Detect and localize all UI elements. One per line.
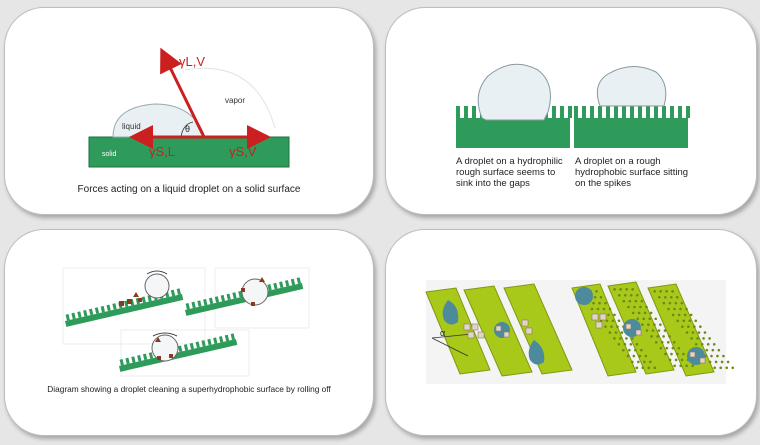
solid-label: solid (102, 151, 117, 158)
vapor-label: vapor (225, 96, 245, 105)
solid-block (88, 136, 290, 168)
drop-1 (442, 300, 459, 325)
alpha-label: α (440, 328, 445, 338)
rolling-droplet-diagram (62, 267, 310, 377)
caption-hydrophilic: A droplet on a hydrophilic rough surface… (456, 156, 563, 189)
panel-tilted-strips: α (385, 229, 757, 436)
strip-smooth-3 (503, 283, 573, 375)
rough-surface-diagram (456, 63, 690, 148)
droplet-hydrophilic (477, 63, 551, 121)
droplet-1 (144, 273, 170, 299)
rough-surface-left (456, 118, 570, 148)
forces-diagram: γL,V γS,L γS,V θ liquid vapor solid (88, 47, 290, 168)
contact-angle-arc (180, 121, 194, 138)
panel3-caption: Diagram showing a droplet cleaning a sup… (47, 384, 331, 394)
caption-hydrophobic: A droplet on a rough hydrophobic surface… (575, 156, 689, 189)
droplet-3 (151, 334, 179, 362)
gamma-lv-label: γL,V (179, 54, 205, 69)
droplet-2 (241, 278, 269, 306)
gamma-sl-label: γS,L (149, 144, 175, 159)
drop-3 (575, 287, 593, 305)
gamma-sv-label: γS,V (229, 144, 257, 159)
dirt-cubes (463, 313, 706, 364)
liquid-label: liquid (122, 122, 141, 131)
panel-rough-surface: A droplet on a hydrophilic rough surface… (385, 7, 757, 215)
drop-2 (528, 340, 545, 365)
panel1-caption: Forces acting on a liquid droplet on a s… (77, 184, 301, 195)
panel-rolling-droplet: Diagram showing a droplet cleaning a sup… (4, 229, 374, 436)
strip-textured-1 (571, 283, 637, 377)
droplet-hydrophobic (596, 66, 667, 107)
panel-forces-diagram: γL,V γS,L γS,V θ liquid vapor solid Forc… (4, 7, 374, 215)
tilted-strips-diagram: α (425, 280, 734, 384)
rough-surface-right (574, 118, 688, 148)
theta-label: θ (185, 124, 190, 134)
dirt-particles (119, 277, 265, 360)
gamma-lv-arrow (160, 47, 206, 138)
tilted-surface-3 (119, 333, 238, 372)
tilt-line (431, 337, 469, 357)
